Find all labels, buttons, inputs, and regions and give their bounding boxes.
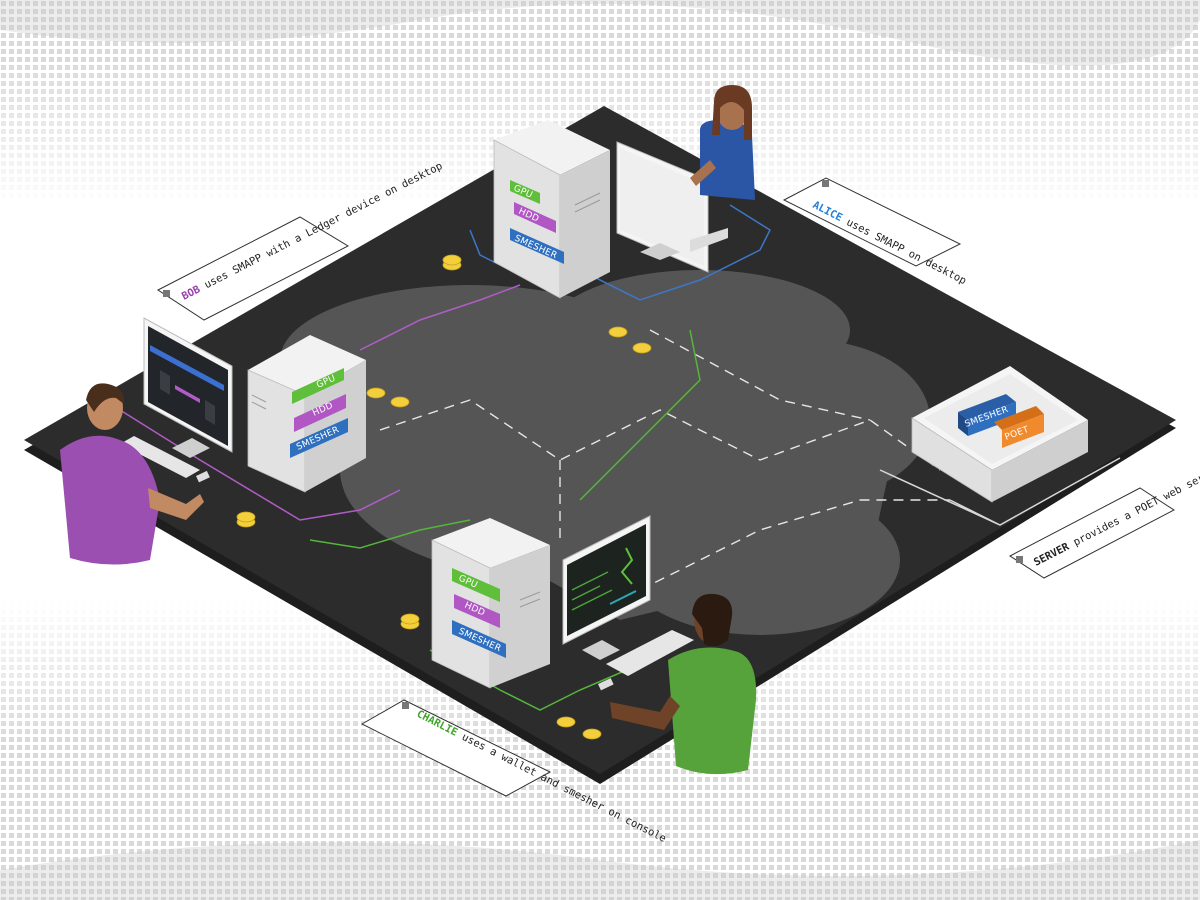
coins: [236, 254, 652, 740]
alice-computer-tower: GPU HDD SMESHER: [493, 120, 610, 299]
charlie-monitor: [562, 515, 694, 691]
wires: [119, 204, 1121, 711]
alice-station: GPU HDD SMESHER: [493, 85, 755, 299]
dashed-paths: [379, 329, 950, 591]
charlie-person: [610, 593, 757, 775]
charlie-computer-tower: GPU HDD SMESHER: [431, 518, 550, 689]
server-station: SMESHER POET: [911, 366, 1088, 503]
alice-person: [690, 85, 755, 200]
bob-computer-tower: GPU HDD SMESHER: [247, 335, 366, 493]
bob-monitor: [120, 317, 233, 483]
alice-monitor: [616, 141, 728, 273]
charlie-station: GPU HDD SMESHER: [431, 515, 757, 775]
bob-person: [60, 383, 204, 565]
bob-station: GPU HDD SMESHER: [60, 317, 366, 565]
